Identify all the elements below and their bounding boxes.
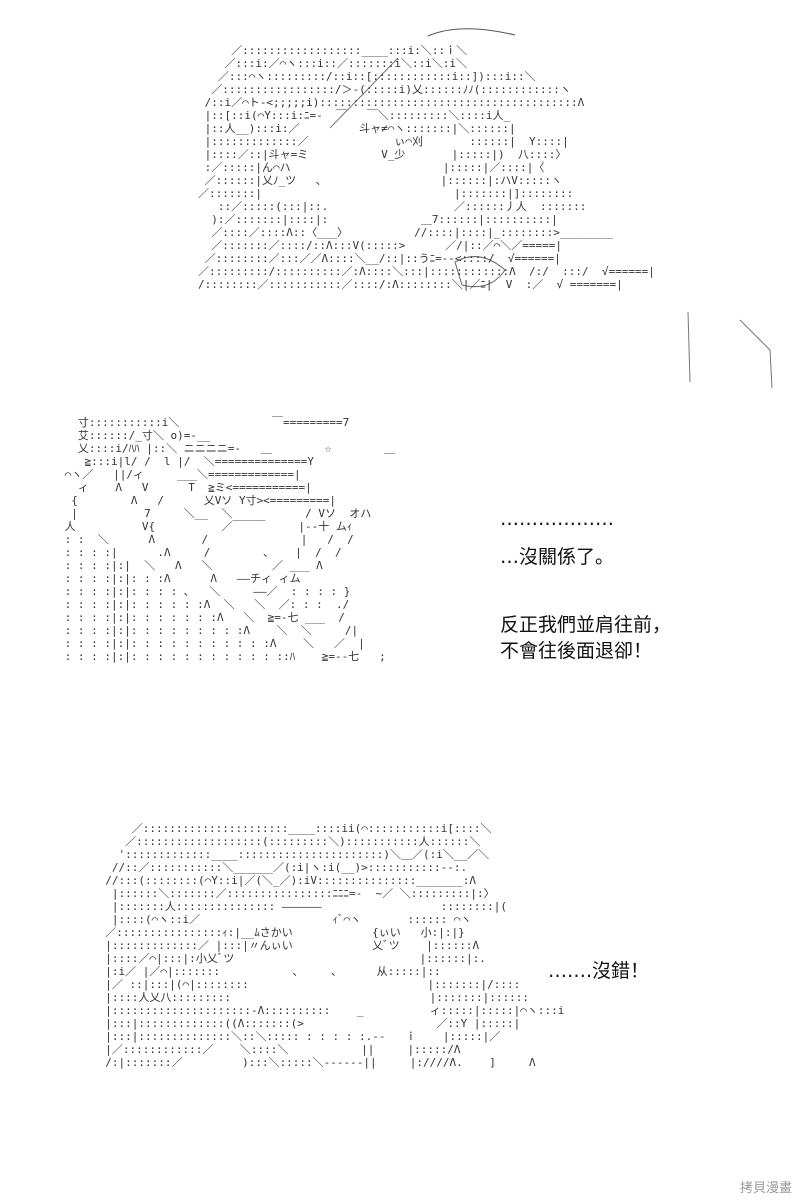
panel-3-ascii-art: ／::::::::::::::::::::::____::::ii(⌒:::::… bbox=[105, 822, 565, 1069]
panel-2: 寸:::::::::::i＼ ￣=========7 艾::::::/_寸＼ o… bbox=[0, 400, 800, 800]
dialogue-line-side-by-side: 反正我們並肩往前， bbox=[500, 614, 672, 636]
panel-3: ／::::::::::::::::::::::____::::ii(⌒:::::… bbox=[0, 800, 800, 1200]
panel-3-dialogue: …….沒錯！ bbox=[548, 958, 649, 984]
panel-1: ／::::::::::::::::::____:::i:＼::ｉ＼ ／:::i:… bbox=[0, 0, 800, 400]
dialogue-line-ellipsis: ……………… bbox=[500, 508, 614, 530]
dialogue-line-thats-right: …….沒錯！ bbox=[548, 960, 650, 982]
panel-1-hair-curve bbox=[329, 28, 773, 389]
panel-2-dialogue: ……………… …沒關係了。 反正我們並肩往前， 不會往後面退卻！ bbox=[500, 506, 671, 664]
dialogue-line-it-is-fine: …沒關係了。 bbox=[500, 546, 615, 568]
panel-1-ascii-art: ／::::::::::::::::::____:::i:＼::ｉ＼ ／:::i:… bbox=[198, 44, 655, 291]
panel-2-ascii-art: 寸:::::::::::i＼ ￣=========7 艾::::::/_寸＼ o… bbox=[64, 416, 396, 663]
watermark-label: 拷貝漫畫 bbox=[739, 1181, 792, 1196]
dialogue-line-no-retreat: 不會往後面退卻！ bbox=[500, 640, 653, 662]
